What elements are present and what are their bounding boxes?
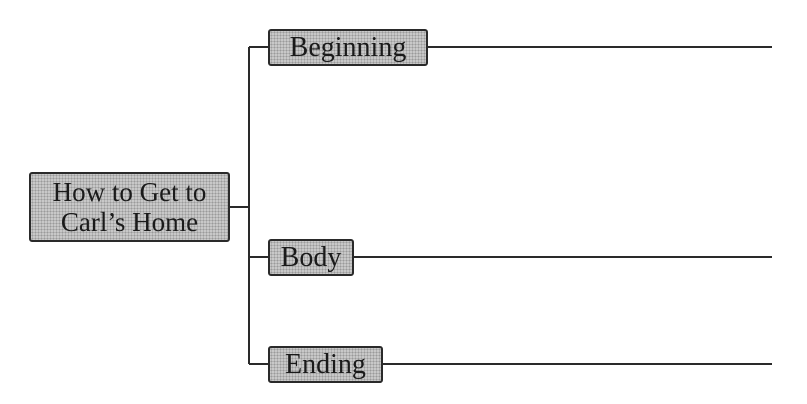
root-node: How to Get to Carl’s Home bbox=[29, 172, 230, 242]
branch-node-beginning: Beginning bbox=[268, 29, 428, 66]
root-node-line2: Carl’s Home bbox=[60, 207, 199, 237]
branch-node-ending: Ending bbox=[268, 346, 383, 383]
branch-node-body: Body bbox=[268, 239, 354, 276]
root-node-line1: How to Get to bbox=[52, 177, 207, 207]
